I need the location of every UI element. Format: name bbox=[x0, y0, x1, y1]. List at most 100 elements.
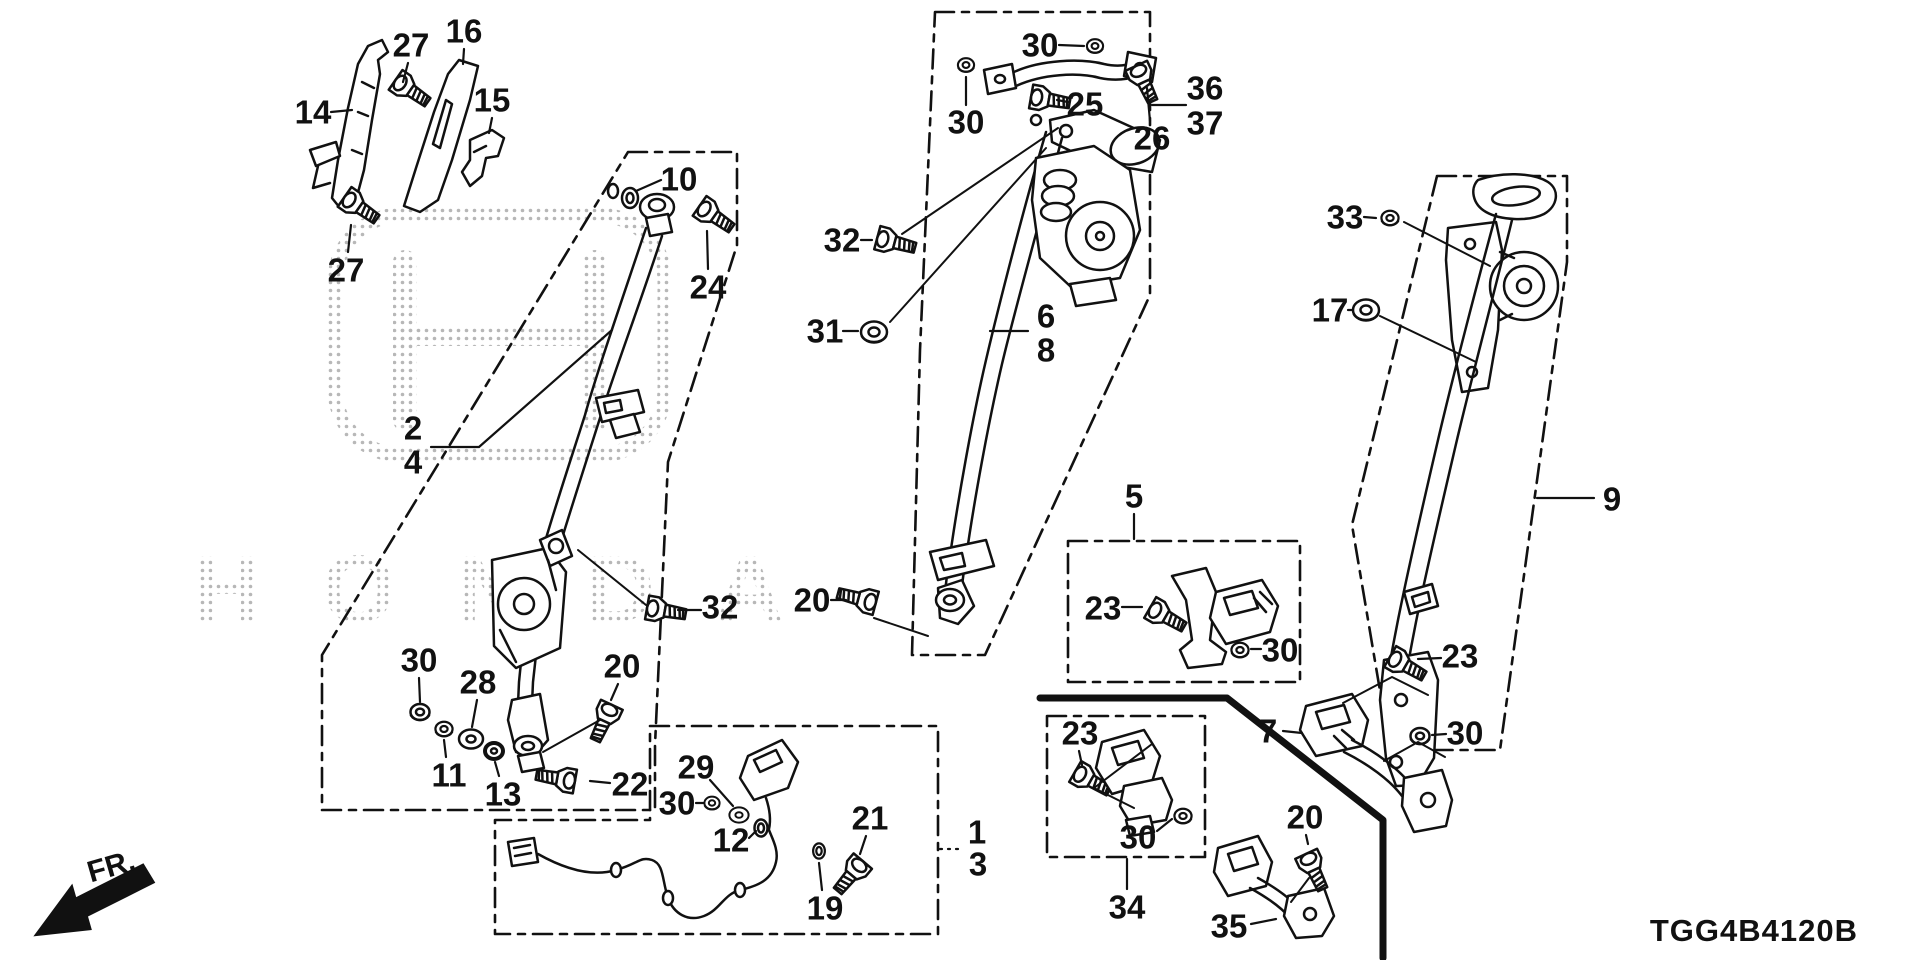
callout-22-29: 22 bbox=[612, 766, 649, 803]
dashed-box-front-seat-belt-center bbox=[910, 10, 1152, 657]
nut-30-left bbox=[956, 57, 976, 73]
pointer-nut33-retractor bbox=[1403, 221, 1491, 267]
buckle-5-contents bbox=[1142, 566, 1280, 670]
washer-28 bbox=[457, 728, 485, 750]
honda-watermark-text: HONDA bbox=[192, 536, 844, 643]
pointer-bolt32-upper-anchor bbox=[901, 127, 1059, 235]
lower-anchor-center bbox=[934, 578, 976, 626]
belt-stopper-right bbox=[1402, 582, 1440, 616]
callout-25-11: 25 bbox=[1067, 86, 1104, 123]
callout-23-40: 23 bbox=[1062, 715, 1099, 752]
dashed-box-buckle-34 bbox=[1045, 714, 1207, 859]
front-seat-belt-assembly-center-6-8 bbox=[928, 50, 1162, 626]
harness-connector bbox=[506, 836, 540, 868]
callout-26-12: 26 bbox=[1134, 120, 1171, 157]
callout-leader-24-6 bbox=[705, 229, 710, 271]
grommet-10b bbox=[620, 186, 640, 210]
callout-36-13: 36 bbox=[1187, 70, 1224, 107]
callout-leader-21-34 bbox=[858, 834, 868, 856]
pointer-nut17-bracket bbox=[1379, 315, 1477, 363]
callout-leader-7-43 bbox=[1281, 729, 1304, 735]
callout-20-24: 20 bbox=[794, 582, 831, 619]
cable-clip-2 bbox=[661, 889, 675, 907]
callout-30-9: 30 bbox=[1022, 27, 1059, 64]
callout-leader-13-28 bbox=[493, 760, 501, 778]
dashed-box-buckle-5 bbox=[1066, 539, 1302, 684]
nut-30d bbox=[1173, 807, 1193, 825]
buckle-12 bbox=[738, 738, 800, 831]
dashed-box-buckle-harness-1-3 bbox=[493, 724, 940, 936]
callout-14-2: 14 bbox=[295, 94, 332, 131]
callout-leader-30-41 bbox=[1155, 817, 1174, 833]
washer-29 bbox=[728, 806, 750, 824]
dashed-box-rear-seat-belt-right bbox=[1350, 174, 1569, 752]
callout-24-6: 24 bbox=[690, 269, 727, 306]
part-pillar-garnish-16 bbox=[402, 58, 480, 214]
honda-emblem-watermark bbox=[327, 207, 673, 463]
callout-leader-11-27 bbox=[442, 738, 448, 759]
callout-23-38: 23 bbox=[1085, 590, 1122, 627]
callout-32-22: 32 bbox=[702, 589, 739, 626]
callout-30-39: 30 bbox=[1262, 632, 1299, 669]
pointer-bolt23-box34 bbox=[1093, 743, 1153, 809]
callout-leader-10-5 bbox=[634, 178, 663, 193]
callout-27-0: 27 bbox=[393, 27, 430, 64]
pointer-nut31-upper-anchor bbox=[889, 147, 1047, 323]
lower-anchor-left bbox=[506, 692, 550, 774]
callout-33-19: 33 bbox=[1327, 199, 1364, 236]
part-height-adjuster-14 bbox=[308, 38, 390, 210]
callout-7-43: 7 bbox=[1259, 713, 1277, 750]
callout-30-31: 30 bbox=[659, 785, 696, 822]
grommet-12 bbox=[753, 818, 769, 838]
callout-leader-20-23 bbox=[609, 682, 620, 702]
callout-leader-16-1 bbox=[461, 47, 466, 66]
section-divider-line bbox=[1036, 694, 1387, 960]
pointer-bolt23-right bbox=[1342, 676, 1429, 704]
callout-21-34: 21 bbox=[852, 800, 889, 837]
bolt-26 bbox=[1124, 59, 1165, 108]
retractor-right bbox=[1444, 220, 1560, 394]
callout-leader-33-19 bbox=[1362, 215, 1378, 220]
bolt-27-upper bbox=[387, 68, 436, 114]
callout-11-27: 11 bbox=[432, 757, 467, 794]
callout-leader-23-40 bbox=[1077, 749, 1084, 767]
callout-leader-25-11 bbox=[1055, 98, 1070, 104]
buckle-harness-1-3-contents bbox=[506, 738, 874, 920]
grommet-13 bbox=[483, 741, 505, 761]
callout-30-25: 30 bbox=[401, 642, 438, 679]
callout-leader-29-30 bbox=[708, 778, 735, 808]
callout-8-18: 8 bbox=[1037, 332, 1055, 369]
bolt-24 bbox=[691, 194, 740, 240]
retractor-pretensioner-center bbox=[1030, 144, 1142, 308]
pointer-bolt32-pretensioner bbox=[577, 549, 647, 606]
callout-2-7: 2 bbox=[404, 410, 422, 447]
callout-15-3: 15 bbox=[474, 82, 511, 119]
callout-23-44: 23 bbox=[1442, 638, 1479, 675]
callout-29-30: 29 bbox=[678, 749, 715, 786]
belt-tongue-left bbox=[594, 388, 646, 440]
callout-30-10: 30 bbox=[948, 104, 985, 141]
callout-leader-15-3 bbox=[487, 116, 494, 135]
callout-16-1: 16 bbox=[446, 13, 483, 50]
callout-10-5: 10 bbox=[661, 161, 698, 198]
pointer-nut30-right bbox=[1383, 741, 1446, 762]
callout-34-42: 34 bbox=[1109, 889, 1146, 926]
callout-leader-30-25 bbox=[417, 676, 422, 704]
part-garnish-clip-15 bbox=[460, 128, 506, 188]
callout-32-15: 32 bbox=[824, 222, 861, 259]
callout-leader-19-33 bbox=[817, 861, 824, 892]
upper-anchor-center bbox=[1029, 108, 1162, 174]
snap-ring-19 bbox=[812, 842, 826, 860]
callout-9-21: 9 bbox=[1603, 481, 1621, 518]
belt-tongue-center bbox=[928, 538, 996, 582]
callout-leader-30-9 bbox=[1057, 43, 1086, 48]
front-seat-belt-assembly-left-2-4 bbox=[490, 182, 676, 774]
nut-30b bbox=[1230, 641, 1250, 659]
callout-35-47: 35 bbox=[1211, 908, 1248, 945]
callout-leader-35-47 bbox=[1249, 917, 1278, 926]
callout-leader-23-44 bbox=[1416, 656, 1443, 661]
bolt-20a bbox=[583, 698, 624, 747]
dashed-box-front-seat-belt-left bbox=[320, 150, 739, 812]
callout-leader-30-45 bbox=[1430, 732, 1448, 737]
